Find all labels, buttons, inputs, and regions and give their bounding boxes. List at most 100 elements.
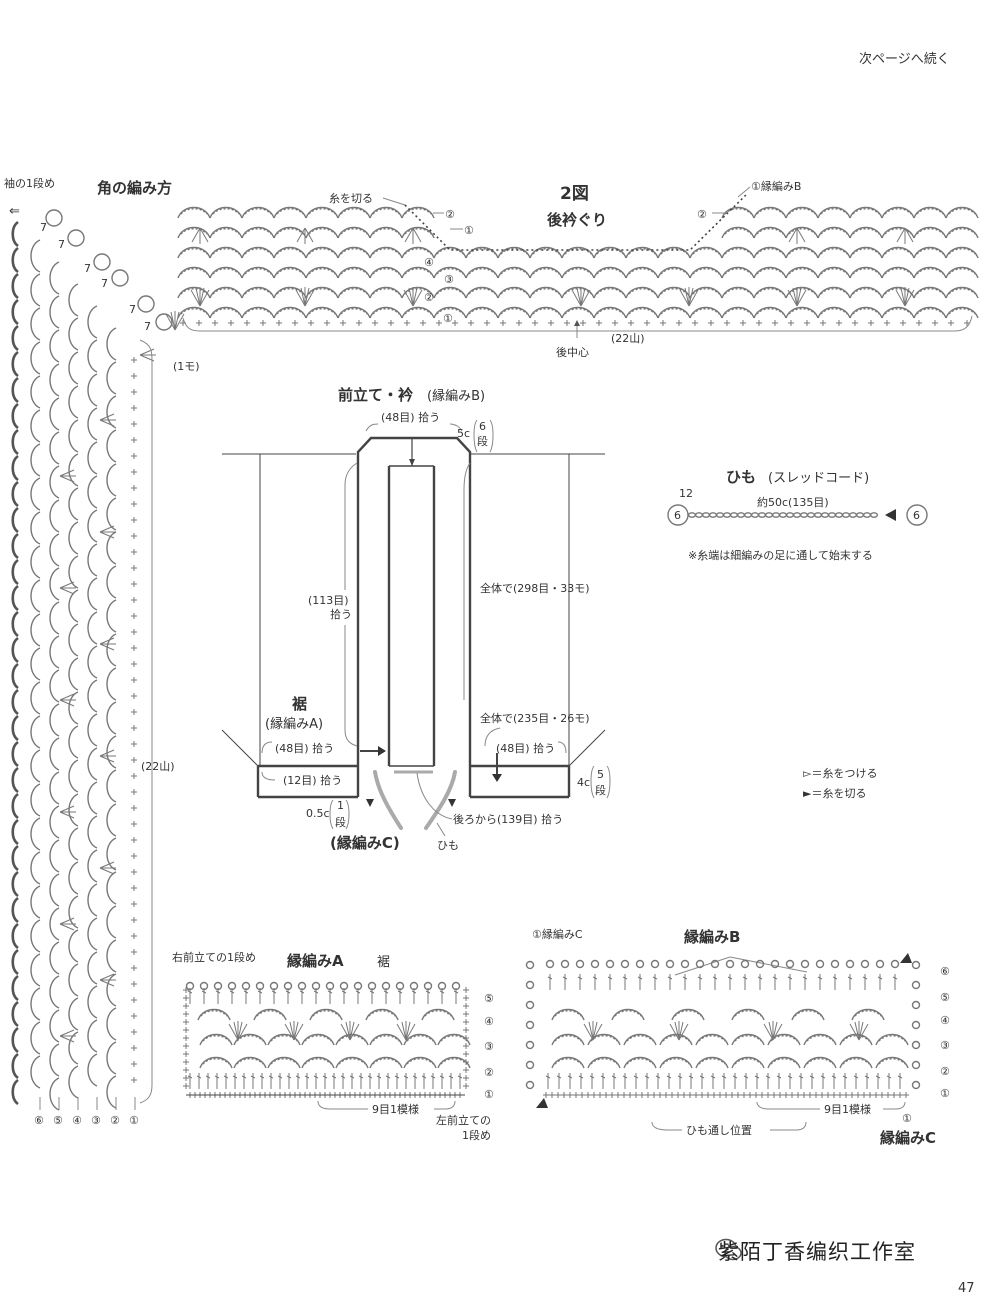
- chart-a-dc: [331, 1072, 337, 1090]
- band-loop: [849, 286, 883, 299]
- chart-a-dc: [295, 1072, 301, 1090]
- chart-b-sc: [578, 1091, 586, 1099]
- band-sc: [851, 319, 859, 327]
- chart-b-dc: [842, 1072, 848, 1090]
- corner-row-4: ④: [72, 1114, 82, 1127]
- chart-a-side: [462, 1026, 470, 1034]
- chart-b-dc: [600, 1072, 606, 1090]
- chart-b-sc: [746, 1091, 754, 1099]
- band-sc: [819, 319, 827, 327]
- band-loop: [913, 226, 947, 239]
- vertical-loop: [87, 509, 98, 543]
- vertical-loop: [49, 601, 60, 635]
- chart-a-side: [462, 986, 470, 994]
- chart-a-side: [462, 1002, 470, 1010]
- corner-fan: [139, 348, 157, 362]
- chart-b-top-st: [547, 973, 553, 991]
- chart-b-sc: [788, 1091, 796, 1099]
- cord-chain-stitch: [813, 512, 823, 518]
- band-loop: [273, 206, 307, 219]
- chart-a-side: [182, 1034, 190, 1042]
- chart-a-row-1: ①: [484, 1088, 494, 1101]
- cord-chain-stitch: [820, 512, 830, 518]
- vertical-loop: [30, 545, 41, 579]
- chart-b-sc: [896, 1091, 904, 1099]
- band-loop: [177, 266, 211, 279]
- chart-b-picot: [680, 959, 690, 969]
- edge-bump: [11, 714, 20, 742]
- chart-b-sc: [812, 1091, 820, 1099]
- band-loop: [881, 266, 915, 279]
- side-sc: [130, 1060, 138, 1068]
- vertical-loop: [49, 329, 60, 363]
- band-loop: [241, 226, 275, 239]
- repeat-7-c: 7: [84, 262, 91, 275]
- chart-a-side: [182, 1066, 190, 1074]
- band-loop: [945, 206, 979, 219]
- vertical-loop: [106, 429, 117, 463]
- band-loop: [753, 286, 787, 299]
- vertical-loop: [106, 1007, 117, 1041]
- band-sc: [659, 319, 667, 327]
- chart-a-stitches: [182, 981, 471, 1099]
- chart-b-picot: [620, 959, 630, 969]
- chart-b-sc: [596, 1091, 604, 1099]
- edge-bump: [11, 870, 20, 898]
- band-loop: [305, 266, 339, 279]
- cord-num-12: 12: [679, 487, 693, 500]
- band-loop: [209, 226, 243, 239]
- band-sc: [883, 319, 891, 327]
- chart-b-sc: [554, 1091, 562, 1099]
- chart-a-side: [182, 1082, 190, 1090]
- chart-a-dc: [448, 1072, 454, 1090]
- chart-a-dc: [376, 1072, 382, 1090]
- band-fan-top: [191, 227, 209, 245]
- band-loop: [529, 286, 563, 299]
- cord-chain-stitch: [701, 512, 711, 518]
- band-loop: [273, 306, 307, 319]
- band-sc: [339, 319, 347, 327]
- band-loop: [913, 286, 947, 299]
- chart-b-row-6: ⑥: [940, 965, 950, 978]
- chart-b-sc: [632, 1091, 640, 1099]
- corner-loop: [137, 295, 155, 313]
- chart-b-repeat: 9目1模様: [824, 1102, 871, 1116]
- chart-a-loop: [369, 1033, 403, 1046]
- side-sc: [130, 436, 138, 444]
- side-fan: [59, 1029, 77, 1043]
- band-loop: [561, 306, 595, 319]
- vertical-loop: [49, 295, 60, 329]
- watermark-text: 紫陌丁香编织工作室: [718, 1240, 916, 1264]
- chart-a-side: [462, 1050, 470, 1058]
- band-loop: [465, 246, 499, 259]
- chart-a-dc: [457, 1072, 463, 1090]
- band-sc: [451, 319, 459, 327]
- chart-b-picot: [590, 959, 600, 969]
- band-sc: [691, 319, 699, 327]
- chart-b-picot: [740, 959, 750, 969]
- chart-c-left-picot: [525, 1000, 535, 1010]
- vertical-loop: [49, 261, 60, 295]
- side-fan: [99, 637, 117, 651]
- chart-b-fan: [583, 1020, 603, 1041]
- chart-b-dc: [622, 1072, 628, 1090]
- notch-row-right-2: ②: [697, 208, 707, 221]
- chart-b-top-st: [577, 973, 583, 991]
- band-loop: [753, 306, 787, 319]
- band-sc: [723, 319, 731, 327]
- chart-b-picot: [770, 959, 780, 969]
- band-sc: [899, 319, 907, 327]
- chart-b-sc: [734, 1091, 742, 1099]
- chart-b-picot: [545, 959, 555, 969]
- band-loop: [337, 306, 371, 319]
- legend: ▻＝糸をつける ►＝糸を切る: [803, 767, 877, 800]
- cord-chain-stitch: [869, 512, 879, 518]
- chart-b-sc: [542, 1091, 550, 1099]
- band-loop: [209, 246, 243, 259]
- cord-chain-stitch: [708, 512, 718, 518]
- edge-bump: [11, 1026, 20, 1054]
- vertical-loop: [106, 667, 117, 701]
- chart-c-title: 縁編みC: [880, 1129, 936, 1147]
- pick-113b: 拾う: [330, 607, 352, 621]
- chart-b-dc: [820, 1072, 826, 1090]
